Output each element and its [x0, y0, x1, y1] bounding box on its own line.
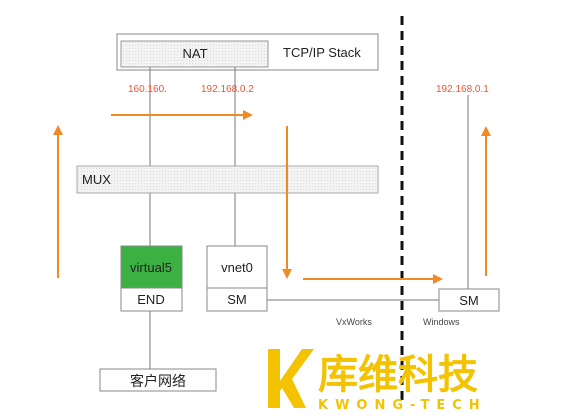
- end-box: [120, 287, 183, 312]
- ip-label-mid: 192.168.0.2: [201, 84, 254, 95]
- vnet0-label: vnet0: [221, 260, 253, 275]
- sm-left-label: SM: [227, 292, 247, 307]
- kwong-tech-watermark: 库维科技 KWONG-TECH: [268, 349, 487, 413]
- customer-network-box: [99, 368, 217, 392]
- sm-right-label: SM: [459, 293, 479, 308]
- windows-label: Windows: [423, 317, 460, 327]
- vxworks-label: VxWorks: [336, 317, 372, 327]
- virtual5-label: virtual5: [130, 260, 172, 275]
- mux-bar: [76, 165, 379, 194]
- nat-label: NAT: [182, 46, 207, 61]
- ip-label-left: 160.160.: [128, 84, 167, 95]
- vnet0-box: [206, 245, 268, 289]
- customer-network-label: 客户网络: [130, 373, 186, 390]
- end-label: END: [137, 292, 164, 307]
- mux-label: MUX: [82, 172, 111, 187]
- kwong-tech-logo-mark: [268, 349, 314, 408]
- watermark-cn-text: 库维科技: [318, 352, 478, 398]
- watermark-en-text: KWONG-TECH: [318, 398, 487, 413]
- sm-right-box: [438, 288, 500, 312]
- virtual5-box: [120, 245, 183, 289]
- ip-label-right: 192.168.0.1: [436, 84, 489, 95]
- tcpip-stack-label: TCP/IP Stack: [283, 45, 361, 60]
- nat-box: [120, 40, 269, 68]
